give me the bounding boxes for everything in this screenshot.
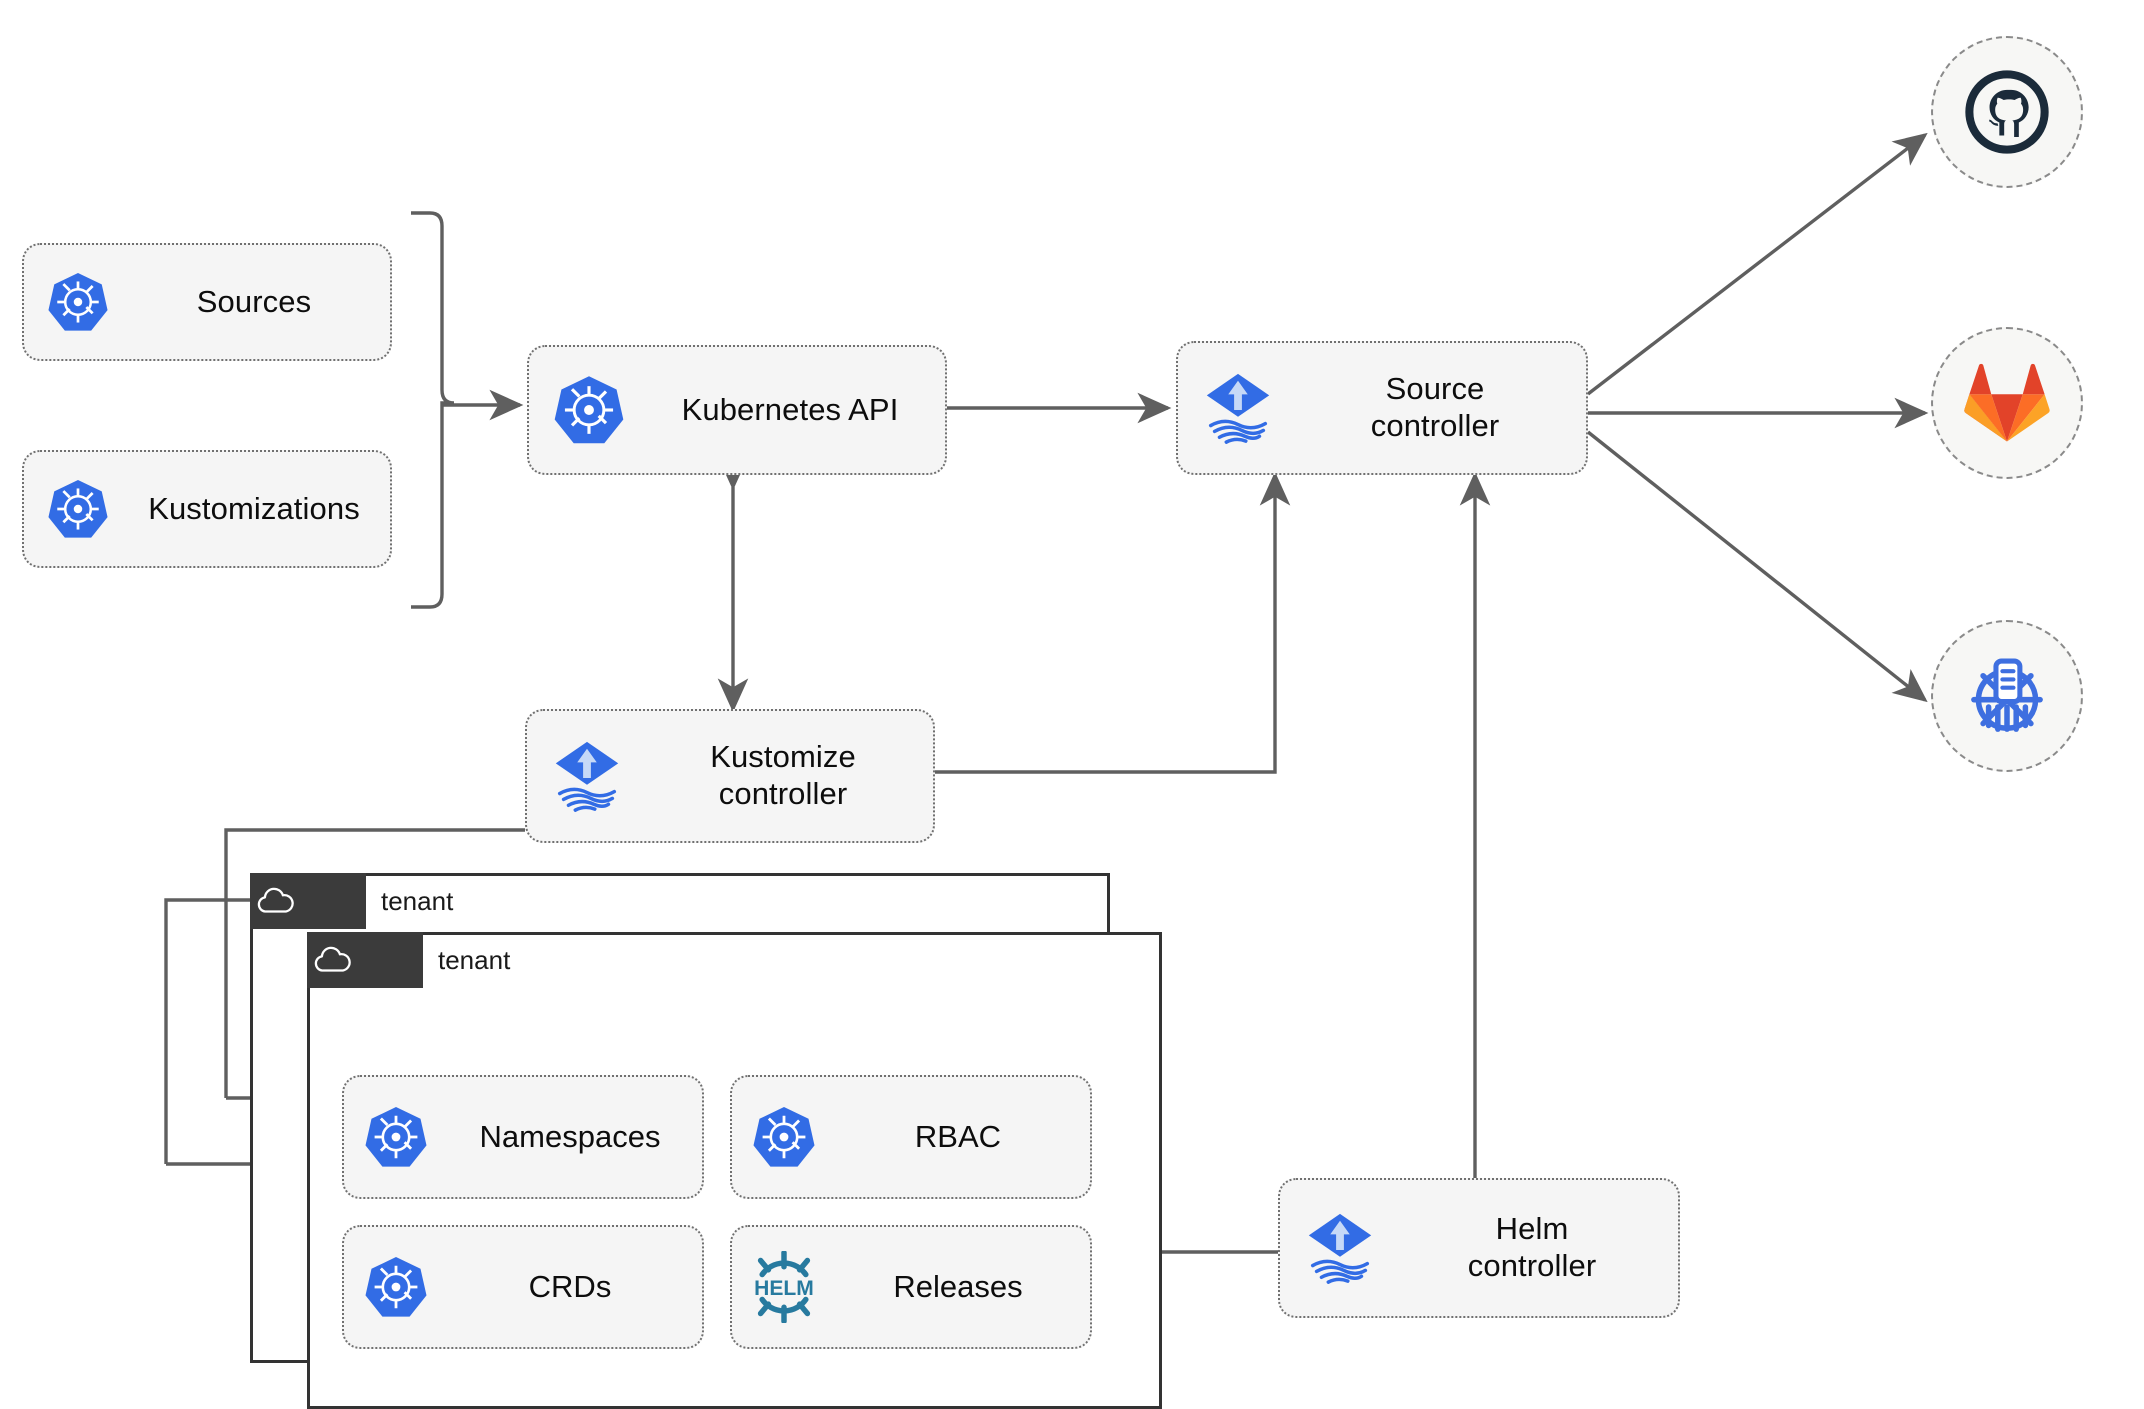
tenant-container-inner[interactable]: tenant Namespaces xyxy=(307,932,1162,1409)
node-label: Kustomizations xyxy=(148,490,360,526)
gitlab-icon xyxy=(1964,363,2050,442)
resource-namespaces[interactable]: Namespaces xyxy=(342,1075,704,1199)
helm-icon: HELM xyxy=(732,1251,836,1323)
node-kustomize-controller[interactable]: Kustomize controller xyxy=(525,709,935,843)
node-helm-controller[interactable]: Helm controller xyxy=(1278,1178,1680,1318)
provider-gitlab[interactable] xyxy=(1931,327,2083,479)
resource-crds[interactable]: CRDs xyxy=(342,1225,704,1349)
kubernetes-icon xyxy=(344,1255,448,1319)
node-label-line2: controller xyxy=(718,776,848,811)
node-sources[interactable]: Sources xyxy=(22,243,392,361)
edge-source-github xyxy=(1586,132,1928,396)
provider-helm-repository[interactable] xyxy=(1931,620,2083,772)
edge-bracket xyxy=(411,211,455,609)
node-label-line2: controller xyxy=(1467,1248,1597,1283)
flux-icon xyxy=(527,737,647,815)
node-label: Helm controller xyxy=(1400,1211,1678,1284)
node-label-line1: Helm xyxy=(1495,1211,1569,1247)
resource-label: CRDs xyxy=(528,1269,612,1304)
node-kubernetes-api[interactable]: Kubernetes API xyxy=(527,345,947,475)
helm-repository-icon xyxy=(1971,658,2043,732)
edge-kustomize-source xyxy=(933,471,1291,774)
provider-github[interactable] xyxy=(1931,36,2083,188)
tenant-label-inner: tenant xyxy=(438,945,511,975)
kubernetes-icon xyxy=(732,1105,836,1169)
resource-label: Namespaces xyxy=(479,1119,661,1154)
cloud-icon xyxy=(307,945,357,975)
resource-label: RBAC xyxy=(914,1119,1002,1154)
node-label: Kustomize controller xyxy=(647,739,933,812)
resource-label: Releases xyxy=(893,1269,1023,1304)
kubernetes-icon xyxy=(529,374,649,446)
node-kustomizations[interactable]: Kustomizations xyxy=(22,450,392,568)
tenant-label-outer: tenant xyxy=(381,886,454,916)
tenant-header-outer xyxy=(250,873,366,929)
node-source-controller[interactable]: Source controller xyxy=(1176,341,1588,475)
resource-releases[interactable]: HELM Releases xyxy=(730,1225,1092,1349)
kubernetes-icon xyxy=(24,478,132,540)
node-label-line2: controller xyxy=(1370,408,1500,443)
node-label-line1: Kustomize xyxy=(710,739,856,775)
cloud-icon xyxy=(250,886,300,916)
node-label-line1: Source xyxy=(1385,371,1485,407)
github-icon xyxy=(1965,70,2049,154)
flux-icon xyxy=(1280,1209,1400,1287)
svg-text:HELM: HELM xyxy=(754,1277,814,1300)
kubernetes-icon xyxy=(344,1105,448,1169)
tenant-header-inner xyxy=(307,932,423,988)
edge-source-helmrepo xyxy=(1586,430,1928,703)
resource-rbac[interactable]: RBAC xyxy=(730,1075,1092,1199)
node-label: Kubernetes API xyxy=(681,391,899,427)
node-label: Sources xyxy=(196,283,312,319)
node-label: Source controller xyxy=(1298,371,1586,444)
flux-icon xyxy=(1178,369,1298,447)
kubernetes-icon xyxy=(24,271,132,333)
